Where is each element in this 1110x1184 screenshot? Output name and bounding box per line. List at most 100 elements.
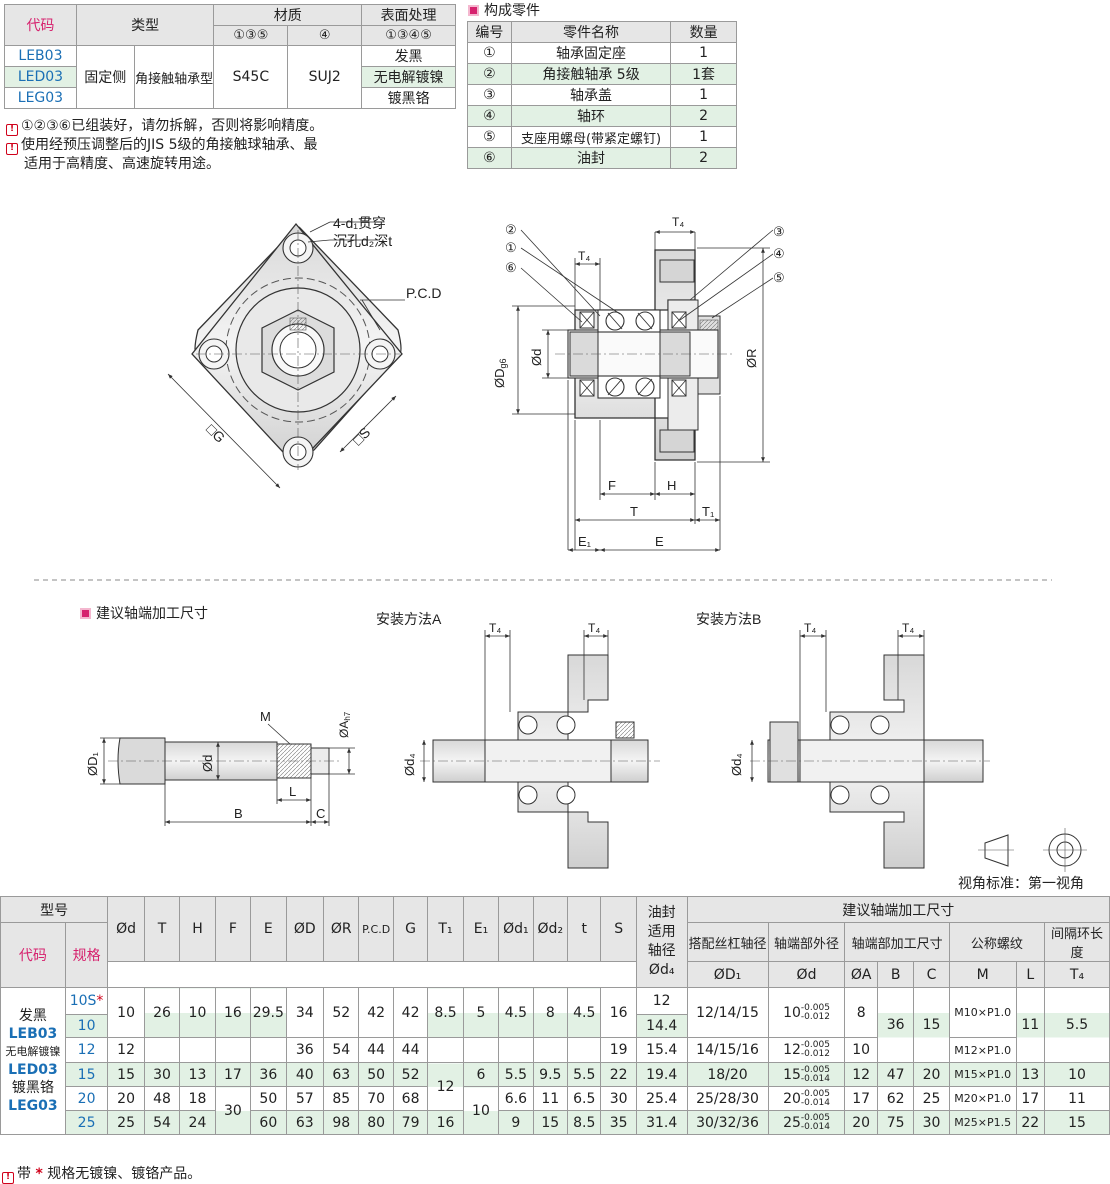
- header-blank: [107, 961, 637, 988]
- spec-10: 10: [64, 1014, 109, 1038]
- cell: 5.5: [1043, 987, 1110, 1063]
- col-sub-t4: T₄: [1043, 961, 1110, 988]
- cell: 52: [323, 987, 360, 1038]
- mount-a-d4: Ød₄: [402, 753, 417, 776]
- cell-shaft-d: 25-0.005-0.014: [767, 1110, 846, 1135]
- section-marker-icon: [80, 608, 91, 619]
- mount-a-title: 安装方法A: [376, 611, 442, 627]
- header-surface: 表面处理: [361, 4, 456, 26]
- label-d1: ØD₁: [85, 752, 100, 777]
- cell: 25/28/30: [686, 1086, 769, 1111]
- callout-6: ⑥: [505, 260, 517, 275]
- callout-4: ④: [773, 246, 785, 261]
- cell: 4.5: [567, 987, 602, 1038]
- type-material-table: 代码 类型 材质 表面处理 ①③⑤ ④ ①③④⑤ LEB03 固定侧 角接触轴承…: [4, 4, 456, 109]
- side-cell: 固定侧: [75, 45, 135, 109]
- cell: 25: [913, 1086, 950, 1111]
- cell: M12×P1.0: [948, 1037, 1017, 1063]
- part-name: 轴承固定座: [510, 42, 672, 64]
- cell-shaft-d: 15-0.005-0.014: [767, 1062, 846, 1087]
- surface-chrome: 镀黑铬: [361, 87, 456, 109]
- cell: 16: [214, 987, 252, 1038]
- cell: M25×P1.5: [948, 1110, 1017, 1135]
- cell: 12: [107, 1037, 145, 1063]
- cell: 5: [462, 987, 500, 1038]
- cell: 10: [844, 1037, 878, 1063]
- cell-shaft-d: 20-0.005-0.014: [767, 1086, 846, 1111]
- mount-a-t4-right: T₄: [588, 621, 600, 635]
- callout-3: ③: [773, 224, 785, 239]
- cell: 79: [392, 1110, 429, 1135]
- cell: 16: [427, 1110, 464, 1135]
- callout-5: ⑤: [773, 270, 785, 285]
- col-e1: E₁: [462, 896, 500, 962]
- cell: 36: [285, 1037, 325, 1063]
- cell: 13: [1015, 1062, 1045, 1087]
- cell-shaft-d: 12-0.005-0.012: [767, 1037, 846, 1063]
- label-m: M: [260, 709, 271, 724]
- dimension-table: 型号 Ød T H F E ØD ØR P.C.D G T₁ E₁ Ød₁ Ød…: [0, 896, 1110, 1135]
- top-notes: !①②③⑥已组装好，请勿拆解，否则将影响精度。 !使用经预压调整后的JIS 5级…: [6, 117, 323, 174]
- spec-25: 25: [64, 1110, 109, 1135]
- cell: 62: [876, 1086, 915, 1111]
- label-r: ØR: [744, 349, 759, 369]
- cell: [179, 1037, 216, 1063]
- cell: 6: [462, 1062, 500, 1087]
- cell: 42: [392, 987, 429, 1038]
- cell: M15×P1.0: [948, 1062, 1017, 1087]
- note-3: 适用于高精度、高速旋转用途。: [24, 156, 220, 172]
- col-sub-a: ØA: [844, 961, 878, 988]
- col-shaft-od: 轴端部外径: [767, 922, 846, 962]
- col-sub-c: C: [913, 961, 950, 988]
- cell: 17: [844, 1086, 878, 1111]
- cell: 30: [600, 1086, 637, 1111]
- parts-title: 构成零件: [468, 0, 540, 20]
- warning-icon: !: [2, 1172, 14, 1184]
- cell: 12: [427, 1062, 464, 1111]
- cell: 8.5: [567, 1110, 602, 1135]
- cell: 57: [285, 1086, 325, 1111]
- cell: 10: [179, 987, 216, 1038]
- note-2: !使用经预压调整后的JIS 5级的角接触球轴承、最: [6, 136, 323, 155]
- col-d2: Ød₂: [532, 896, 569, 962]
- cell: 29.5: [250, 987, 287, 1038]
- code-leg03: LEG03: [4, 87, 77, 109]
- label-f: F: [608, 478, 616, 493]
- label-t4-top: T₄: [672, 215, 684, 229]
- label-h: H: [667, 478, 676, 493]
- cell: 30: [143, 1062, 181, 1087]
- col-s: S: [600, 896, 637, 962]
- header-code: 代码: [4, 4, 77, 46]
- callout-1: ①: [505, 240, 517, 255]
- view-standard: 视角标准：第一视角: [958, 876, 1084, 892]
- cell: 36: [876, 987, 915, 1063]
- cell: 63: [323, 1062, 360, 1087]
- cell: 48: [143, 1086, 181, 1111]
- cell: 44: [358, 1037, 394, 1063]
- label-shaft-d: Ød: [200, 755, 215, 772]
- cell: 22: [600, 1062, 637, 1087]
- header-dim-code: 代码: [0, 922, 66, 988]
- label-l: L: [289, 784, 296, 799]
- cell: 20: [107, 1086, 145, 1111]
- code-leb03: LEB03: [4, 45, 77, 67]
- col-thread: 公称螺纹: [948, 922, 1045, 962]
- cell: 98: [323, 1110, 360, 1135]
- cell: 16: [600, 987, 637, 1038]
- cell: 80: [358, 1110, 394, 1135]
- cell: 70: [358, 1086, 394, 1111]
- col-shaft-machining: 轴端部加工尺寸: [844, 922, 950, 962]
- cell: 9.5: [532, 1062, 569, 1087]
- cell: 8: [844, 987, 878, 1038]
- cell: 85: [323, 1086, 360, 1111]
- mount-b-d4: Ød₄: [729, 753, 744, 776]
- part-qty: 2: [670, 147, 737, 169]
- col-t: T: [143, 896, 181, 962]
- part-name: 角接触轴承 5级: [510, 63, 672, 85]
- cell: 17: [1015, 1086, 1045, 1111]
- spec-10s: 10S*: [64, 987, 109, 1015]
- technical-drawings: 4-d₁贯穿 沉孔d₂深t P.C.D □G □S: [34, 215, 1087, 872]
- cell: 42: [358, 987, 394, 1038]
